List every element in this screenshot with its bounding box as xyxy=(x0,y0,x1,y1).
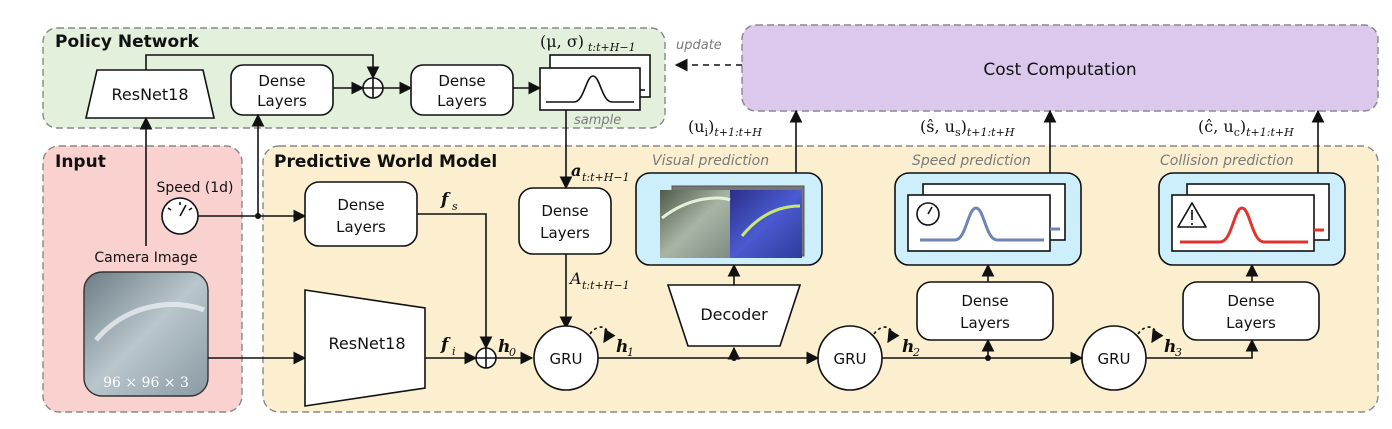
visual-frame-segmentation xyxy=(730,190,802,258)
cost-computation-box xyxy=(741,24,1379,112)
sample-label: sample xyxy=(574,113,621,128)
decoder-label: Decoder xyxy=(700,305,768,324)
action-subscript: t:t+H−1 xyxy=(582,171,630,184)
collision-dense-label-a: Dense xyxy=(1227,292,1274,310)
h3-label: h xyxy=(1164,337,1176,357)
input-region-title: Input xyxy=(55,152,106,172)
A-label: A xyxy=(568,269,582,288)
speed-dense-label-b: Layers xyxy=(960,314,1010,332)
gru-1-label: GRU xyxy=(549,350,582,368)
speed-curve xyxy=(920,206,1044,242)
policy-dense-2-label-a: Dense xyxy=(438,72,485,90)
update-label: update xyxy=(676,38,722,53)
speed-prediction-title: Speed prediction xyxy=(912,153,1031,169)
policy-dense-block-1 xyxy=(230,64,334,116)
h2-subscript: 2 xyxy=(912,346,920,359)
fs-to-sum-arrow xyxy=(417,213,493,350)
collision-prediction-title: Collision prediction xyxy=(1160,153,1294,169)
collision-output-label: (ĉ, uc)t+1:t+H xyxy=(1198,117,1294,139)
h0-label: h xyxy=(498,337,510,357)
visual-seg-lane xyxy=(740,204,801,237)
speed-dense-label-a: Dense xyxy=(961,292,1008,310)
fi-subscript: i xyxy=(452,345,456,358)
mu-sigma-label: (μ, σ) xyxy=(540,32,584,51)
policy-resnet-block xyxy=(84,69,216,119)
collision-curve xyxy=(1180,206,1308,244)
speedometer-needle xyxy=(167,202,193,217)
world-resnet-block xyxy=(304,289,426,407)
speed-input-label: Speed (1d) xyxy=(156,180,233,196)
action-dense-label-b: Layers xyxy=(540,224,590,242)
h1-label: h xyxy=(616,337,628,357)
speed-dense-block xyxy=(916,281,1054,341)
fs-label: f xyxy=(440,190,451,210)
world-speed-dense-label-a: Dense xyxy=(337,196,384,214)
world-resnet-label: ResNet18 xyxy=(328,334,405,353)
h3-subscript: 3 xyxy=(1175,346,1182,359)
mu-sigma-subscript: t:t+H−1 xyxy=(588,41,636,54)
visual-frame-lane xyxy=(661,196,731,220)
gru-2-label: GRU xyxy=(833,350,866,368)
policy-dense-1-label-a: Dense xyxy=(258,72,305,90)
distribution-card-front xyxy=(539,67,641,111)
image-size-label: 96 × 96 × 3 xyxy=(103,375,189,391)
gru-3-label: GRU xyxy=(1097,350,1130,368)
action-dense-block xyxy=(518,187,612,255)
visual-output-label: (ui)t+1:t+H xyxy=(688,117,762,139)
h1-subscript: 1 xyxy=(627,346,634,359)
visual-prediction-title: Visual prediction xyxy=(652,153,769,169)
fi-label: f xyxy=(440,335,451,355)
collision-dense-block xyxy=(1182,281,1320,341)
sum-plus-sign xyxy=(363,78,383,98)
speedometer-card-needle xyxy=(927,206,933,215)
fs-subscript: s xyxy=(452,200,458,213)
world-region-title: Predictive World Model xyxy=(274,152,497,172)
speed-output-label: (ŝ, us)t+1:t+H xyxy=(920,117,1015,139)
policy-dense-2-label-b: Layers xyxy=(437,92,487,110)
policy-region-title: Policy Network xyxy=(55,32,200,52)
speed-junction-dot xyxy=(255,213,261,219)
world-sum-plus-sign xyxy=(476,348,496,368)
gaussian-curve xyxy=(546,75,634,103)
camera-image-road-curve xyxy=(94,301,205,342)
action-label: a xyxy=(571,161,581,180)
h3-to-collision-dense-arrow xyxy=(1146,338,1259,359)
policy-resnet-label: ResNet18 xyxy=(111,85,188,104)
policy-dense-1-label-b: Layers xyxy=(257,92,307,110)
h0-subscript: 0 xyxy=(509,346,516,359)
cost-computation-label: Cost Computation xyxy=(983,60,1136,80)
world-speed-dense-label-b: Layers xyxy=(336,218,386,236)
world-speed-dense-block xyxy=(304,181,418,247)
A-subscript: t:t+H−1 xyxy=(582,279,630,292)
decoder-block xyxy=(666,284,802,347)
collision-dense-label-b: Layers xyxy=(1226,314,1276,332)
action-dense-label-a: Dense xyxy=(541,202,588,220)
camera-input-label: Camera Image xyxy=(94,250,197,266)
resnet-to-sum-arrow xyxy=(145,54,380,80)
h2-label: h xyxy=(902,337,914,357)
